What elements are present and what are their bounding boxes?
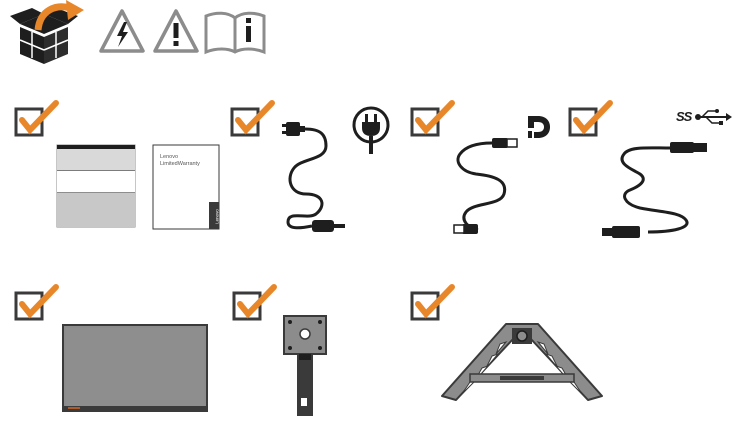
caution-icon bbox=[152, 8, 200, 54]
quick-start-guide bbox=[56, 144, 136, 228]
usb-cable bbox=[600, 138, 720, 242]
warranty-title: LimitedWarranty bbox=[160, 161, 200, 167]
usb-cable-checkbox bbox=[568, 100, 616, 138]
stand-neck-checkbox bbox=[232, 284, 280, 322]
displayport-logo-icon bbox=[526, 115, 552, 139]
monitor bbox=[62, 324, 208, 412]
warranty-spine-brand: Lenovo bbox=[214, 209, 220, 224]
stand-base-checkbox bbox=[410, 284, 458, 322]
power-cable bbox=[276, 114, 348, 240]
documentation-checkbox bbox=[14, 100, 62, 138]
warranty-brand: Lenovo bbox=[160, 154, 179, 160]
displayport-cable-checkbox bbox=[410, 100, 458, 138]
warranty-booklet: Lenovo LimitedWarranty Lenovo bbox=[152, 144, 220, 230]
unpack-box-icon bbox=[8, 0, 88, 66]
usb-ss-label: SS bbox=[676, 109, 692, 124]
usb-superspeed-logo-icon: SS bbox=[676, 108, 732, 126]
power-plug-icon bbox=[352, 106, 390, 156]
electrical-hazard-icon bbox=[98, 8, 146, 54]
read-manual-icon bbox=[204, 10, 266, 55]
displayport-cable bbox=[453, 132, 526, 244]
stand-base bbox=[440, 320, 604, 404]
power-cable-checkbox bbox=[230, 100, 278, 138]
stand-neck bbox=[282, 314, 328, 418]
monitor-checkbox bbox=[14, 284, 62, 322]
